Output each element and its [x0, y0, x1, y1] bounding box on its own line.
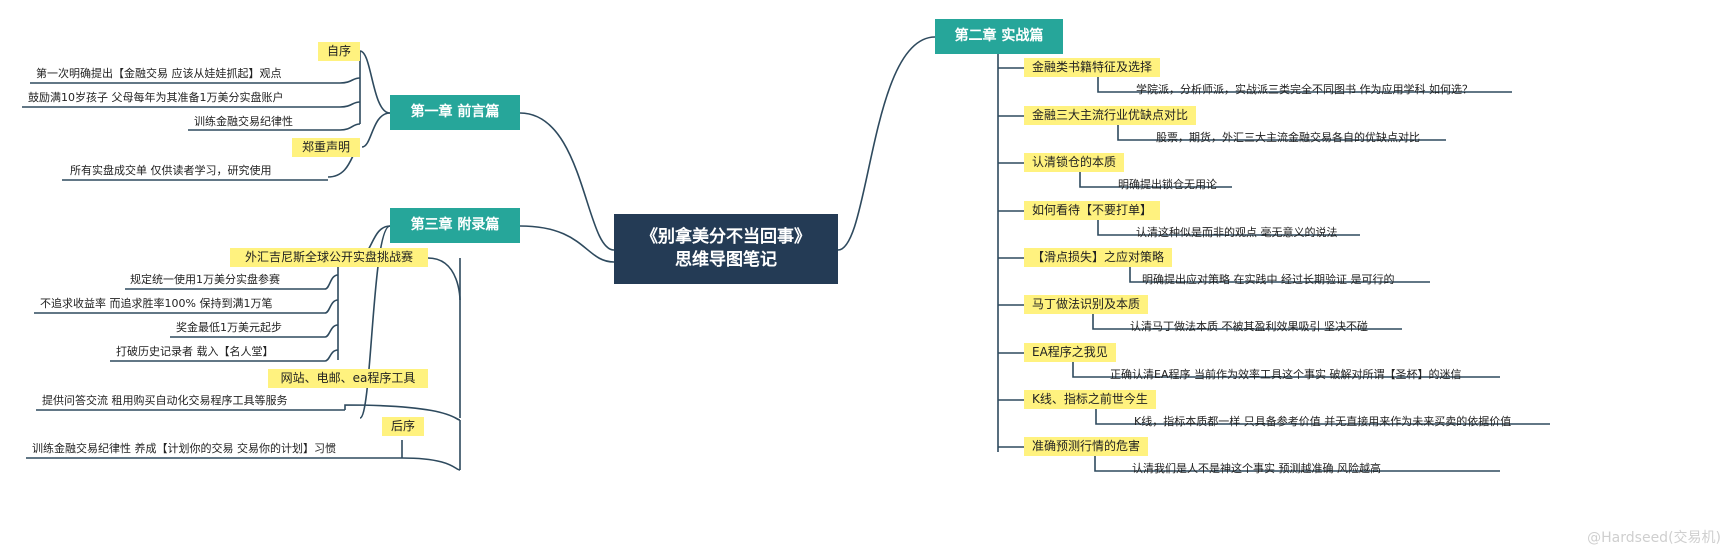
- central-title-line1: 《别拿美分不当回事》: [641, 227, 811, 247]
- leaf-prediction: 认清我们是人不是神这个事实 预测越准确 风险越高: [1132, 462, 1381, 475]
- topic-prediction[interactable]: 准确预测行情的危害: [1024, 437, 1149, 456]
- central-node[interactable]: 《别拿美分不当回事》 思维导图笔记: [614, 214, 838, 284]
- leaf-preface-1: 第一次明确提出【金融交易 应该从娃娃抓起】观点: [36, 67, 282, 80]
- topic-ea[interactable]: EA程序之我见: [1024, 343, 1116, 362]
- topic-lock[interactable]: 认清锁仓的本质: [1024, 153, 1125, 172]
- leaf-tools-1: 提供问答交流 租用购买自动化交易程序工具等服务: [42, 394, 288, 407]
- leaf-books: 学院派，分析师派，实战派三类完全不同图书 作为应用学科 如何选？: [1136, 83, 1473, 96]
- chapter-1-node[interactable]: 第一章 前言篇: [390, 95, 520, 130]
- leaf-ea: 正确认清EA程序 当前作为效率工具这个事实 破解对所谓【圣杯】的迷信: [1110, 368, 1462, 381]
- topic-challenge[interactable]: 外汇吉尼斯全球公开实盘挑战赛: [230, 248, 428, 267]
- topic-preface[interactable]: 自序: [318, 42, 360, 61]
- leaf-challenge-4: 打破历史记录者 载入【名人堂】: [116, 345, 274, 358]
- chapter-2-node[interactable]: 第二章 实战篇: [935, 19, 1063, 54]
- topic-martingale[interactable]: 马丁做法识别及本质: [1024, 295, 1149, 314]
- leaf-disclaimer-1: 所有实盘成交单 仅供读者学习，研究使用: [70, 164, 272, 177]
- leaf-lock: 明确提出锁仓无用论: [1118, 178, 1217, 191]
- leaf-martingale: 认清马丁做法本质 不被其盈利效果吸引 坚决不碰: [1130, 320, 1368, 333]
- central-title-line2: 思维导图笔记: [675, 250, 777, 270]
- topic-epilogue[interactable]: 后序: [382, 417, 424, 436]
- topic-no-order[interactable]: 如何看待【不要打单】: [1024, 201, 1161, 220]
- topic-disclaimer[interactable]: 郑重声明: [292, 138, 360, 157]
- leaf-industries: 股票，期货，外汇三大主流金融交易各自的优缺点对比: [1156, 131, 1420, 144]
- topic-books[interactable]: 金融类书籍特征及选择: [1024, 58, 1161, 77]
- watermark: @Hardseed(交易机): [1587, 530, 1721, 546]
- leaf-slippage: 明确提出应对策略 在实践中 经过长期验证 是可行的: [1142, 273, 1395, 286]
- topic-tools[interactable]: 网站、电邮、ea程序工具: [268, 369, 428, 388]
- topic-slippage[interactable]: 【滑点损失】之应对策略: [1024, 248, 1173, 267]
- leaf-challenge-2: 不追求收益率 而追求胜率100% 保持到满1万笔: [40, 297, 273, 310]
- leaf-kline: K线，指标本质都一样 只具备参考价值 并无直接用来作为未来买卖的依据价值: [1134, 415, 1512, 428]
- leaf-preface-2: 鼓励满10岁孩子 父母每年为其准备1万美分实盘账户: [28, 91, 284, 104]
- topic-kline[interactable]: K线、指标之前世今生: [1024, 390, 1156, 409]
- chapter-3-node[interactable]: 第三章 附录篇: [390, 208, 520, 243]
- leaf-preface-3: 训练金融交易纪律性: [194, 115, 293, 128]
- leaf-no-order: 认清这种似是而非的观点 毫无意义的说法: [1136, 226, 1338, 239]
- leaf-challenge-3: 奖金最低1万美元起步: [176, 321, 282, 334]
- leaf-challenge-1: 规定统一使用1万美分实盘参赛: [130, 273, 280, 286]
- topic-industries[interactable]: 金融三大主流行业优缺点对比: [1024, 106, 1197, 125]
- leaf-epilogue-1: 训练金融交易纪律性 养成【计划你的交易 交易你的计划】习惯: [32, 442, 336, 455]
